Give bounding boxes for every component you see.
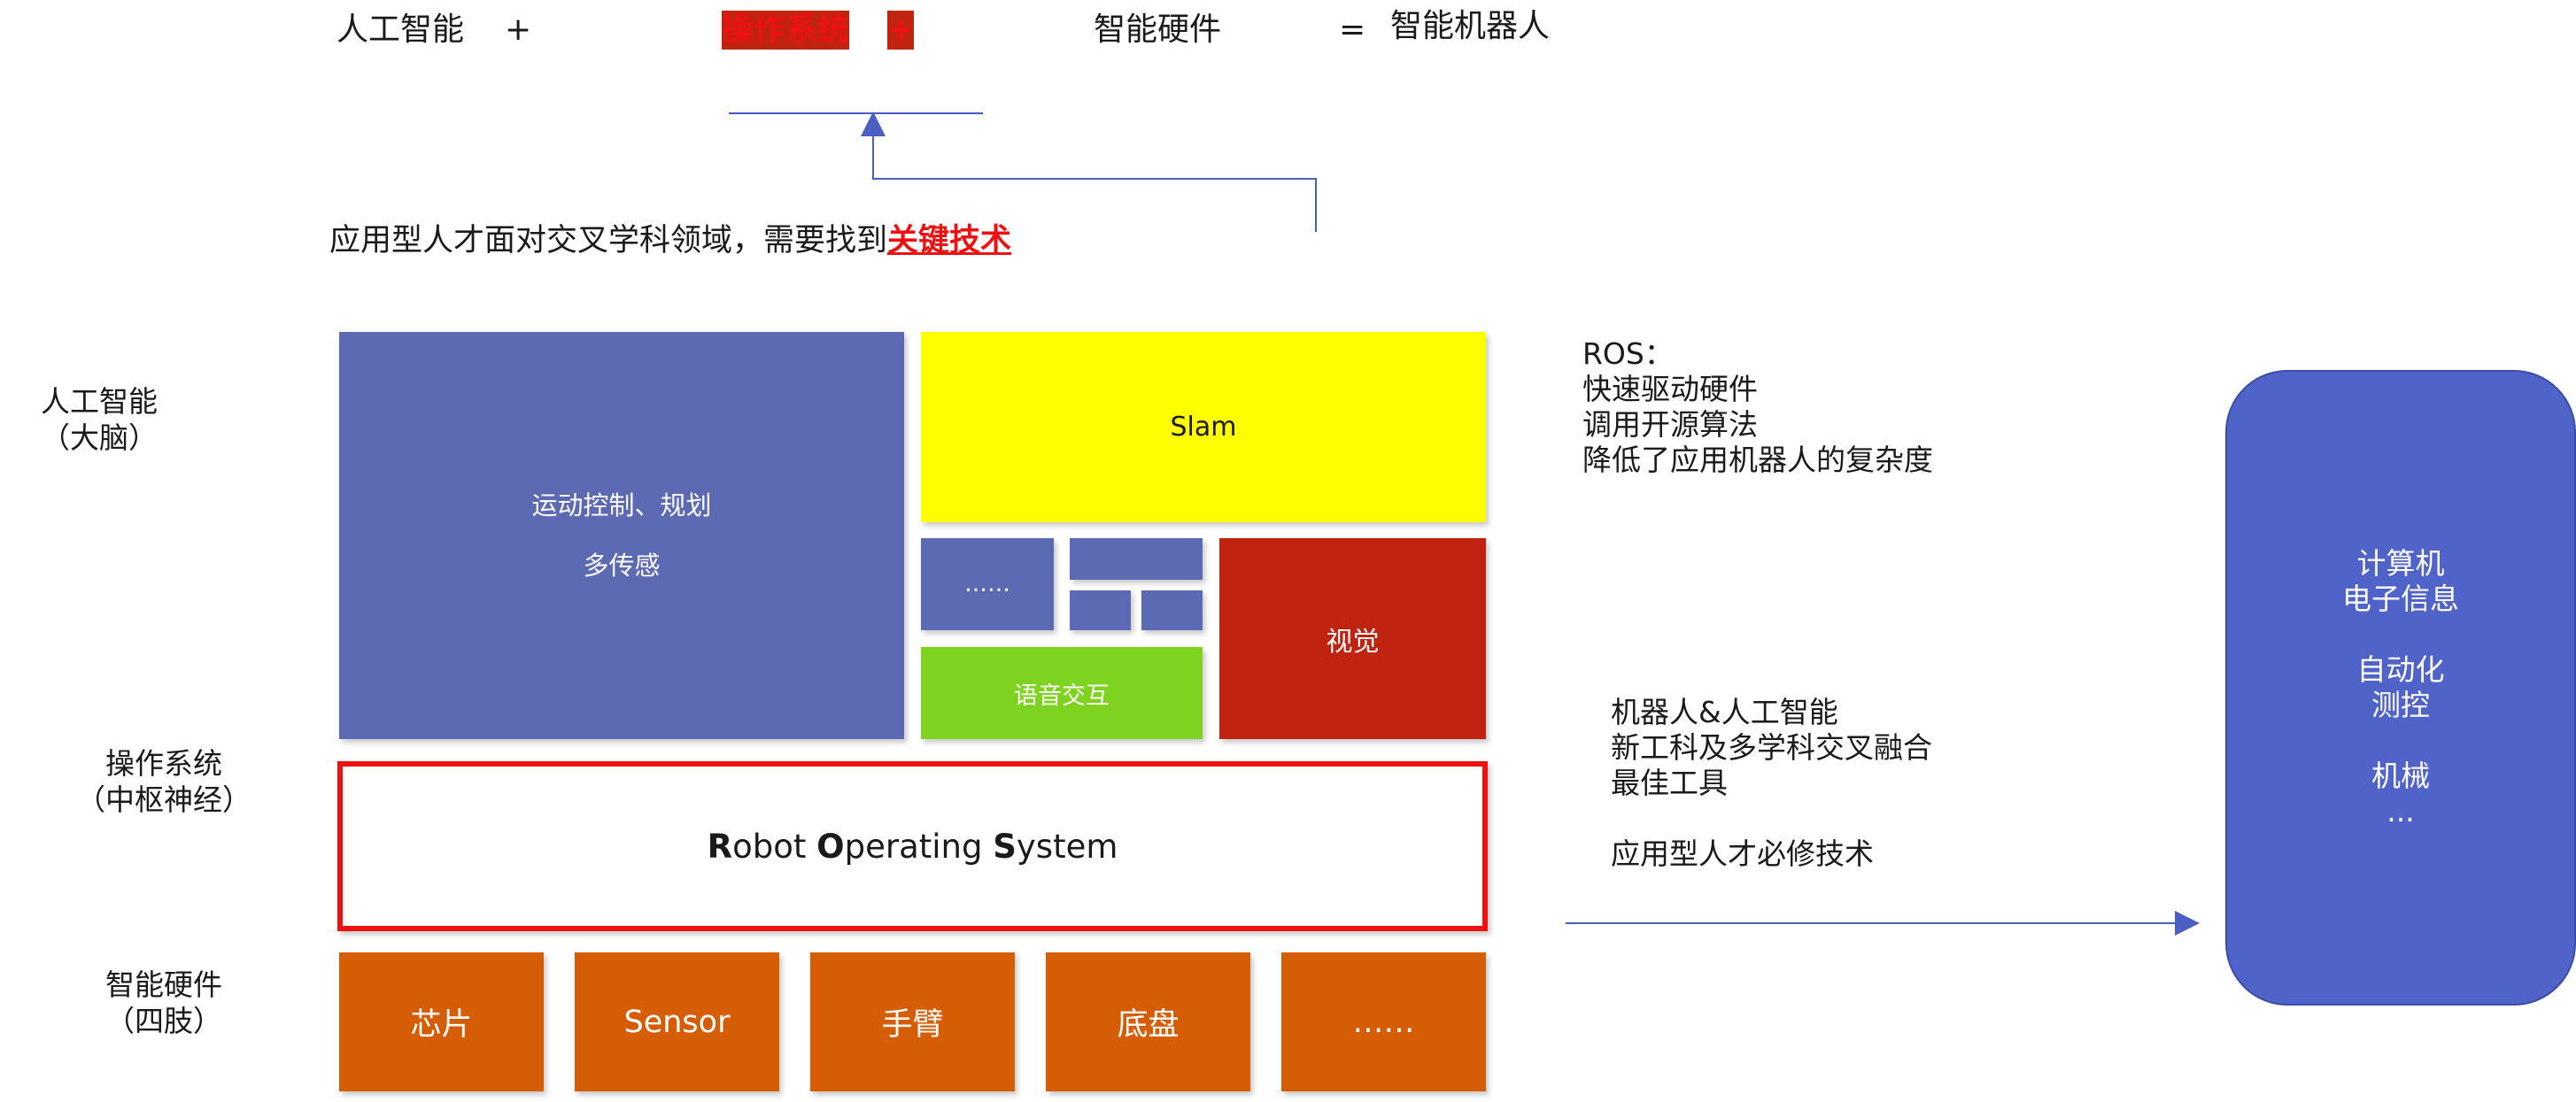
equation-robot: 智能机器人 bbox=[1390, 8, 1551, 44]
block-hw-more-label: …… bbox=[1352, 1004, 1415, 1040]
value-notes: 机器人&人工智能 新工科及多学科交叉融合 最佳工具 应用型人才必修技术 bbox=[1611, 695, 1932, 872]
block-motion-line1: 运动控制、规划 bbox=[531, 490, 712, 520]
label-ai-line2: （大脑） bbox=[41, 420, 158, 455]
ros-note-line: ROS： bbox=[1582, 336, 1674, 371]
value-note-line: 机器人&人工智能 bbox=[1611, 695, 1838, 729]
label-ai-line1: 人工智能 bbox=[41, 384, 158, 419]
ros-title: Robot Operating System bbox=[707, 827, 1118, 866]
block-voice: 语音交互 bbox=[921, 647, 1203, 739]
discipline-item: 自动化 bbox=[2356, 652, 2445, 687]
ros-note-line: 降低了应用机器人的复杂度 bbox=[1582, 443, 1933, 477]
block-vision: 视觉 bbox=[1219, 538, 1486, 739]
label-hw-line1: 智能硬件 bbox=[105, 967, 222, 1002]
block-hw-chip: 芯片 bbox=[339, 952, 544, 1091]
equation-os: 操作系统 bbox=[722, 11, 850, 50]
value-note-line: 新工科及多学科交叉融合 bbox=[1611, 730, 1932, 765]
block-motion-control: 运动控制、规划 多传感 bbox=[339, 332, 904, 739]
label-os-line1: 操作系统 bbox=[105, 746, 222, 781]
equation-plus-2: + bbox=[887, 11, 915, 50]
block-more: …… bbox=[921, 538, 1054, 630]
label-hw-line2: （四肢） bbox=[105, 1004, 222, 1038]
subtitle: 应用型人才面对交叉学科领域，需要找到关键技术 bbox=[329, 221, 1011, 260]
block-hw-chip-label: 芯片 bbox=[410, 1007, 473, 1043]
block-small-1 bbox=[1070, 538, 1203, 580]
block-small-3 bbox=[1141, 590, 1203, 630]
block-hw-sensor: Sensor bbox=[575, 952, 779, 1091]
discipline-item: 计算机 bbox=[2356, 546, 2445, 581]
label-ai-layer: 人工智能 （大脑） bbox=[0, 383, 214, 456]
block-small-2 bbox=[1070, 590, 1131, 630]
subtitle-prefix: 应用型人才面对交叉学科领域，需要找到 bbox=[329, 223, 888, 258]
label-hw-layer: 智能硬件 （四肢） bbox=[49, 967, 279, 1039]
subtitle-key: 关键技术 bbox=[887, 223, 1012, 258]
block-hw-arm-label: 手臂 bbox=[881, 1007, 944, 1043]
discipline-item: ... bbox=[2386, 794, 2415, 828]
block-hw-chassis-label: 底盘 bbox=[1117, 1007, 1180, 1043]
block-vision-label: 视觉 bbox=[1326, 626, 1380, 658]
block-more-label: …… bbox=[964, 571, 1010, 597]
arrow-to-os bbox=[861, 112, 1317, 232]
discipline-item: 机械 bbox=[2371, 759, 2430, 793]
ros-note-line: 快速驱动硬件 bbox=[1582, 372, 1758, 406]
equation-ai: 人工智能 bbox=[337, 12, 465, 48]
equation-equals: = bbox=[1339, 12, 1366, 48]
block-voice-label: 语音交互 bbox=[1014, 682, 1110, 710]
value-note-spacer bbox=[1611, 801, 1932, 836]
block-hw-sensor-label: Sensor bbox=[623, 1004, 731, 1040]
block-slam: Slam bbox=[921, 332, 1486, 522]
block-hw-chassis: 底盘 bbox=[1046, 952, 1250, 1091]
disciplines-box: 计算机 电子信息 自动化 测控 机械 ... bbox=[2225, 370, 2576, 1006]
discipline-item: 电子信息 bbox=[2342, 582, 2459, 616]
equation-plus-1: + bbox=[505, 12, 532, 48]
discipline-item: 测控 bbox=[2371, 688, 2430, 722]
block-hw-more: …… bbox=[1281, 952, 1486, 1091]
block-ros: Robot Operating System bbox=[337, 761, 1488, 931]
label-os-line2: （中枢神经） bbox=[76, 782, 251, 817]
block-hw-arm: 手臂 bbox=[810, 952, 1015, 1091]
block-motion-line2: 多传感 bbox=[583, 551, 661, 581]
equation-hardware: 智能硬件 bbox=[1094, 12, 1222, 48]
block-slam-label: Slam bbox=[1170, 412, 1237, 443]
ros-note-line: 调用开源算法 bbox=[1582, 407, 1758, 442]
value-note-line: 最佳工具 bbox=[1611, 766, 1728, 800]
value-note-line: 应用型人才必修技术 bbox=[1611, 836, 1874, 871]
label-os-layer: 操作系统 （中枢神经） bbox=[49, 745, 279, 818]
ros-notes: ROS： 快速驱动硬件 调用开源算法 降低了应用机器人的复杂度 bbox=[1582, 336, 1933, 478]
